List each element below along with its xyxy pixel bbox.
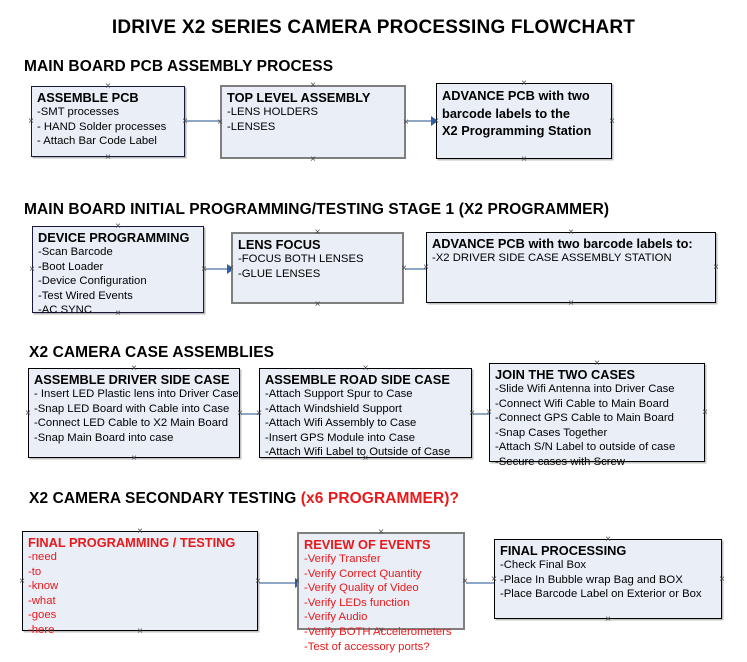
box-line: -LENSES: [227, 120, 276, 133]
box-line: -FOCUS BOTH LENSES: [238, 253, 364, 265]
box-line: -to: [28, 565, 42, 578]
box-line: barcode labels to the: [442, 105, 571, 121]
box-line: -here: [28, 623, 55, 636]
section-heading-1: MAIN BOARD PCB ASSEMBLY PROCESS: [24, 58, 333, 76]
box-line: -know: [28, 580, 59, 593]
process-box-top-level-assembly[interactable]: TOP LEVEL ASSEMBLY -LENS HOLDERS -LENSES: [220, 85, 406, 159]
process-box-lens-focus[interactable]: LENS FOCUS -FOCUS BOTH LENSES -GLUE LENS…: [231, 232, 404, 304]
box-line-overflow: -Test of accessory ports?: [304, 640, 430, 653]
process-box-assemble-pcb[interactable]: ASSEMBLE PCB -SMT processes - HAND Solde…: [31, 86, 185, 157]
box-line: -Attach Wifi Assembly to Case: [265, 417, 417, 430]
box-line: -SMT processes: [37, 106, 120, 118]
box-line: -Place Barcode Label on Exterior or Box: [500, 588, 702, 601]
section-heading-4-accent: (x6 PROGRAMMER)?: [300, 490, 460, 507]
box-line: -Secure cases with Screw: [495, 455, 625, 468]
box-line: X2 Programming Station: [442, 123, 592, 138]
process-box-join-the-two-cases[interactable]: JOIN THE TWO CASES -Slide Wifi Antenna i…: [489, 363, 705, 468]
box-line: -Verify Quality of Video: [304, 582, 419, 595]
box-line: -Attach Support Spur to Case: [265, 388, 413, 400]
box-title: ASSEMBLE DRIVER SIDE CASE: [34, 372, 230, 387]
process-box-final-processing[interactable]: FINAL PROCESSING -Check Final Box -Place…: [494, 539, 722, 619]
process-box-review-of-events[interactable]: REVIEW OF EVENTS -Verify Transfer -Verif…: [297, 532, 465, 653]
section-heading-3: X2 CAMERA CASE ASSEMBLIES: [29, 344, 274, 362]
section-heading-4: X2 CAMERA SECONDARY TESTING (x6 PROGRAMM…: [29, 490, 459, 508]
box-line: -GLUE LENSES: [238, 267, 321, 280]
process-box-device-programming[interactable]: DEVICE PROGRAMMING -Scan Barcode -Boot L…: [32, 226, 204, 316]
section-heading-4-text: X2 CAMERA SECONDARY TESTING: [29, 490, 301, 507]
box-line: -what: [28, 594, 56, 607]
box-line: -Test Wired Events: [38, 289, 133, 302]
box-line: -Snap Main Board into case: [34, 431, 174, 444]
process-box-assemble-road-side-case[interactable]: ASSEMBLE ROAD SIDE CASE -Attach Support …: [259, 368, 472, 458]
page-title: IDRIVE X2 SERIES CAMERA PROCESSING FLOWC…: [111, 17, 636, 38]
process-box-advance-pcb-2[interactable]: ADVANCE PCB with two barcode labels to: …: [426, 232, 716, 303]
box-line: -Verify Audio: [304, 611, 368, 624]
box-line: -Place In Bubble wrap Bag and BOX: [500, 573, 683, 586]
box-line: -Verify BOTH Accelerometers: [304, 625, 452, 638]
box-line: -goes: [28, 609, 57, 622]
box-line: -Snap Cases Together: [495, 426, 608, 439]
process-box-advance-pcb-1[interactable]: ADVANCE PCB with two barcode labels to t…: [436, 83, 612, 159]
box-line: -X2 DRIVER SIDE CASE ASSEMBLY STATION: [432, 252, 672, 264]
section-heading-2: MAIN BOARD INITIAL PROGRAMMING/TESTING S…: [24, 201, 609, 219]
box-line: -Check Final Box: [500, 559, 587, 571]
box-title: LENS FOCUS: [238, 237, 321, 252]
box-line: -AC SYNC: [38, 304, 92, 317]
box-line: -Attach S/N Label to outside of case: [495, 441, 676, 454]
box-line: -Connect GPS Cable to Main Board: [495, 412, 674, 425]
box-line: -Verify LEDs function: [304, 596, 410, 609]
box-line: - HAND Solder processes: [37, 120, 167, 133]
section-heading-2-text: MAIN BOARD INITIAL PROGRAMMING/TESTING S…: [24, 201, 610, 218]
section-heading-1-text: MAIN BOARD PCB ASSEMBLY PROCESS: [24, 58, 334, 75]
box-line: -Verify Correct Quantity: [304, 567, 422, 580]
box-title: FINAL PROGRAMMING / TESTING: [28, 535, 236, 550]
box-line: -Verify Transfer: [304, 553, 381, 565]
process-box-final-programming-testing[interactable]: FINAL PROGRAMMING / TESTING -need -to -k…: [22, 531, 258, 636]
connector-arrow: [407, 116, 439, 126]
box-line: -Boot Loader: [38, 260, 104, 273]
box-line: -Scan Barcode: [38, 246, 113, 258]
box-line: -Slide Wifi Antenna into Driver Case: [495, 383, 675, 395]
section-heading-3-text: X2 CAMERA CASE ASSEMBLIES: [29, 344, 275, 361]
box-line: -need: [28, 551, 57, 563]
box-line: -Connect Wifi Cable to Main Board: [495, 397, 669, 410]
box-line: -Insert GPS Module into Case: [265, 431, 416, 444]
box-line: ADVANCE PCB with two: [442, 88, 590, 103]
box-title: REVIEW OF EVENTS: [304, 537, 431, 552]
box-line: -Device Configuration: [38, 275, 147, 288]
process-box-assemble-driver-side-case[interactable]: ASSEMBLE DRIVER SIDE CASE - Insert LED P…: [28, 368, 240, 458]
box-line: - Insert LED Plastic lens into Driver Ca…: [34, 388, 239, 400]
box-line: -Attach Windshield Support: [265, 402, 402, 415]
box-line: - Attach Bar Code Label: [37, 135, 157, 148]
box-title: JOIN THE TWO CASES: [495, 367, 636, 382]
box-line: -Attach Wifi Label to Outside of Case: [265, 446, 451, 459]
box-line: -Snap LED Board with Cable into Case: [34, 402, 230, 415]
box-line: -LENS HOLDERS: [227, 106, 319, 118]
box-title: ADVANCE PCB with two barcode labels to:: [432, 236, 693, 251]
box-title: ASSEMBLE PCB: [37, 90, 139, 105]
box-title: DEVICE PROGRAMMING: [38, 230, 190, 245]
box-title: TOP LEVEL ASSEMBLY: [227, 90, 371, 105]
box-title: ASSEMBLE ROAD SIDE CASE: [265, 372, 450, 387]
connector-arrow: [205, 264, 235, 274]
box-title: FINAL PROCESSING: [500, 543, 627, 558]
box-line: -Connect LED Cable to X2 Main Board: [34, 417, 229, 430]
